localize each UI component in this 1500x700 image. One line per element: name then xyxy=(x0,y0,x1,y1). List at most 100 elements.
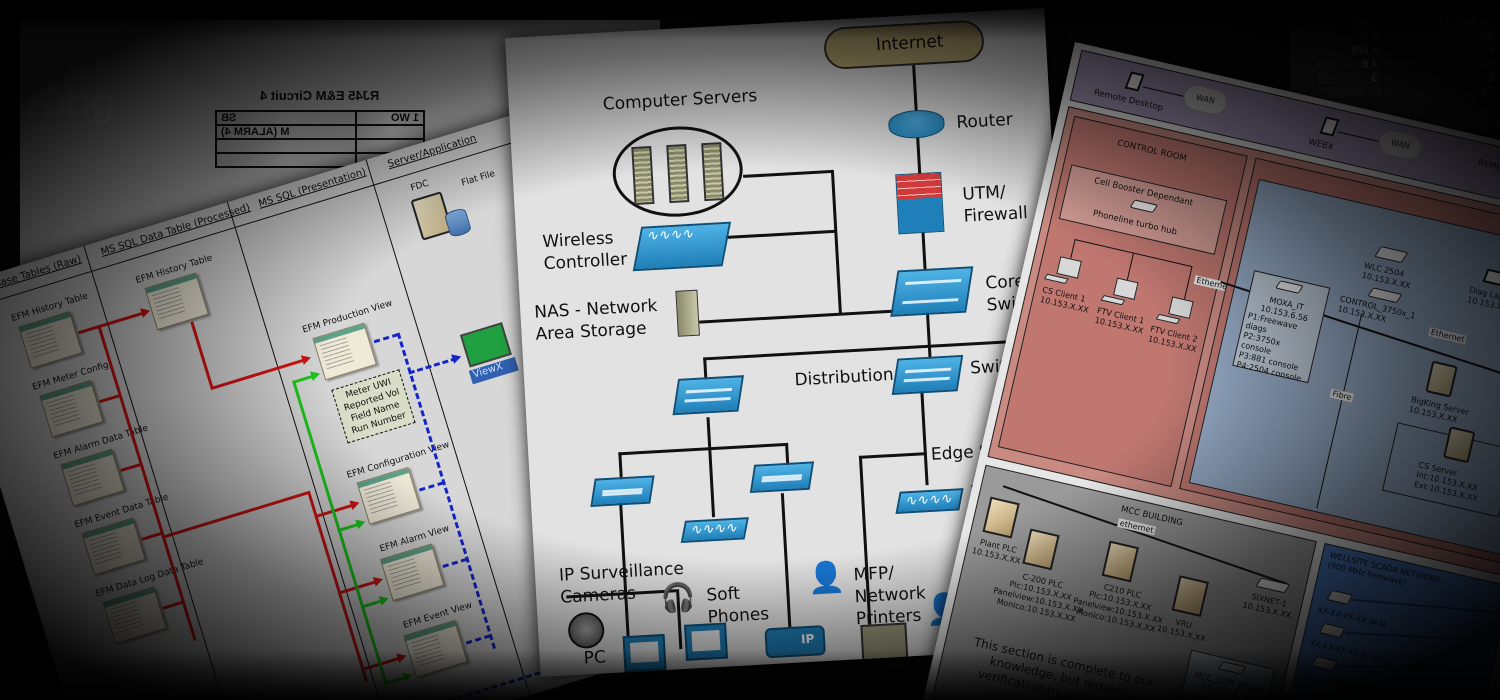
table-thumbnail-icon xyxy=(312,322,377,381)
watermark-line-1: Big xyxy=(26,36,91,80)
distribution-switch-icon xyxy=(891,354,964,395)
table-thumbnail-icon xyxy=(144,272,209,331)
processed-flow-line xyxy=(190,321,214,390)
table-cell: E xyxy=(1382,71,1499,85)
app-flow-line xyxy=(419,481,444,492)
router-icon xyxy=(887,108,946,140)
server-rack-icon xyxy=(666,144,690,204)
internet-label: Internet xyxy=(875,31,944,56)
firewall-icon xyxy=(895,171,945,235)
database-icon xyxy=(443,206,473,239)
table-cell: M (ALARM 4) xyxy=(216,125,356,139)
server-rack-icon xyxy=(701,142,725,202)
printers-label-1: MFP/ xyxy=(852,563,895,586)
table-row: M (ALARM 4) xyxy=(216,125,424,139)
table-thumbnail-icon xyxy=(356,466,422,525)
ip-phone-label: IP xyxy=(800,631,815,647)
wlc-label-2: Controller xyxy=(543,249,628,275)
printer-icon xyxy=(860,622,909,662)
column-header-raw: Database Tables (Raw) xyxy=(0,253,83,298)
table-cell: 1 WO xyxy=(355,111,424,125)
firewall-label-1: UTM/ xyxy=(961,182,1007,205)
table-thumbnail-icon xyxy=(81,517,146,576)
edge-switch-icon xyxy=(749,461,815,494)
wireless-controller-icon xyxy=(632,221,732,272)
raw-flow-line xyxy=(141,531,164,541)
ip-camera-icon xyxy=(567,611,606,650)
app-flow-line xyxy=(442,557,468,569)
table-thumbnail-icon xyxy=(379,543,445,602)
app-flow-line xyxy=(408,357,458,375)
raw-flow-line xyxy=(162,600,185,610)
wireless-ap-icon xyxy=(680,517,749,543)
user-workstation-icon: 👤 xyxy=(806,559,846,597)
server-label: FDC xyxy=(409,178,431,194)
flow-arrow-icon xyxy=(349,497,361,511)
table-cell xyxy=(1316,85,1383,99)
production-fields-box: Meter UWI Reported Vol Field Name Run Nu… xyxy=(331,369,416,444)
server-rack-icon xyxy=(631,146,655,206)
distribution-switch-icon xyxy=(672,375,745,416)
table-thumbnail-icon xyxy=(60,448,125,507)
access-wire xyxy=(618,442,789,456)
wan-label: WAN xyxy=(1390,137,1411,151)
moxa-icon xyxy=(1275,280,1304,294)
app-flow-line xyxy=(97,666,558,700)
router-label: Router xyxy=(955,109,1014,133)
pc-label: PC xyxy=(583,647,607,669)
headset-icon: 🎧 xyxy=(659,580,697,616)
table-thumbnail-icon xyxy=(102,586,167,645)
table-thumbnail-icon xyxy=(39,379,104,438)
flow-arrow-icon xyxy=(396,650,408,664)
core-switch-icon xyxy=(890,266,974,317)
nas-wire xyxy=(699,309,899,324)
wan-label: WAN xyxy=(1195,92,1216,106)
table-cell xyxy=(216,153,356,167)
table-row: T1 xyxy=(1316,85,1499,99)
wlc-wire xyxy=(724,229,837,240)
firewall-label-2: Firewall xyxy=(963,203,1029,227)
nas-storage-icon xyxy=(675,289,700,337)
flow-arrow-icon xyxy=(402,669,414,683)
printers-label-2: Network xyxy=(854,583,927,608)
background-table-title: RJ45 E&M Circuit 4 xyxy=(260,88,380,103)
table-thumbnail-icon xyxy=(18,310,83,369)
flow-arrow-icon xyxy=(309,368,322,381)
ip-phone-icon xyxy=(764,625,826,659)
raw-flow-line xyxy=(163,491,308,539)
app-flow-line xyxy=(373,333,399,344)
table-cell: SG xyxy=(1382,29,1499,43)
servers-label: Computer Servers xyxy=(602,86,758,115)
table-cell xyxy=(355,125,424,139)
flow-arrow-icon xyxy=(451,351,463,364)
softphone-pc-icon xyxy=(684,622,728,661)
flow-arrow-icon xyxy=(300,352,313,365)
flat-file-label: Flat File xyxy=(460,168,497,189)
processed-flow-line xyxy=(210,358,307,391)
cameras-label-2: Cameras xyxy=(559,583,637,608)
flow-arrow-icon xyxy=(378,593,391,606)
pc-icon xyxy=(622,634,667,673)
table-cell: R xyxy=(1382,57,1499,71)
table-cell: 4 B xyxy=(1316,57,1383,71)
table-cell: 5 WB xyxy=(1316,43,1383,57)
wireless-ap-icon xyxy=(895,488,964,514)
server-wire xyxy=(830,169,842,315)
table-row: (ALARM 1)7 WB xyxy=(1316,15,1499,29)
app-flow-line xyxy=(465,634,491,645)
moxa-icon xyxy=(1217,661,1247,675)
table-cell: 3 xyxy=(1316,71,1383,85)
soft-phones-label-1: Soft xyxy=(705,583,741,606)
wlc-label-1: Wireless xyxy=(541,228,615,253)
table-cell: 6 G xyxy=(1316,29,1383,43)
table-cell: T1 xyxy=(1382,85,1499,99)
edge-switch-icon xyxy=(590,475,655,507)
table-cell: T xyxy=(1382,43,1499,57)
edge-wire xyxy=(858,452,927,459)
watermark-line-2: King xyxy=(26,80,115,124)
